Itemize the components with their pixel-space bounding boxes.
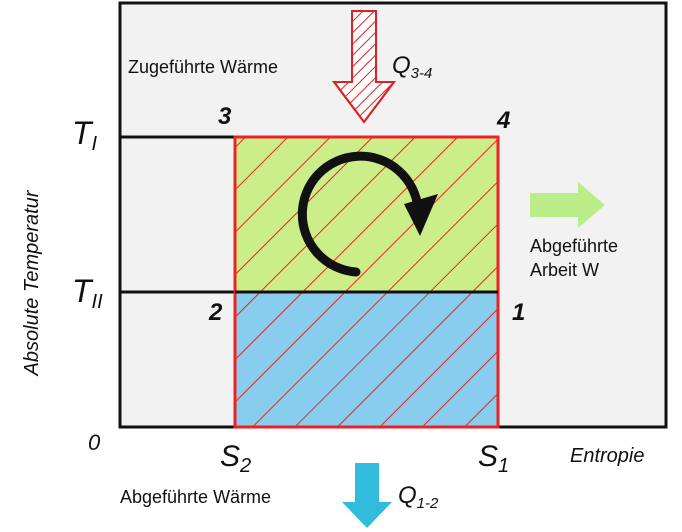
work-output-arrow-icon xyxy=(530,182,605,228)
heat-output-label: Abgeführte Wärme xyxy=(120,487,271,507)
work-output-label-line1: Abgeführte xyxy=(530,236,618,256)
cycle-outline xyxy=(233,135,500,429)
point-4-label: 4 xyxy=(496,107,510,134)
y-axis-label: Absolute Temperatur xyxy=(21,189,43,376)
point-3-label: 3 xyxy=(218,103,232,130)
x-axis-label: Entropie xyxy=(570,445,645,467)
heat-output-q: Q1-2 xyxy=(398,482,439,512)
hatched-overlay xyxy=(235,137,498,427)
t2-label: TII xyxy=(72,273,103,313)
heat-input-label: Zugeführte Wärme xyxy=(128,57,278,77)
heat-input-q: Q3-4 xyxy=(392,52,432,82)
work-output-label-line2: Arbeit W xyxy=(530,260,599,280)
point-2-label: 2 xyxy=(208,299,223,326)
heat-input-arrow-icon xyxy=(332,10,396,124)
clockwise-cycle-arrow-icon xyxy=(297,151,438,277)
s1-label: S1 xyxy=(478,440,509,477)
heat-output-arrow-icon xyxy=(342,463,392,528)
origin-label: 0 xyxy=(88,430,101,455)
t1-label: TI xyxy=(72,115,98,155)
point-1-label: 1 xyxy=(512,299,525,326)
s2-label: S2 xyxy=(220,440,251,477)
